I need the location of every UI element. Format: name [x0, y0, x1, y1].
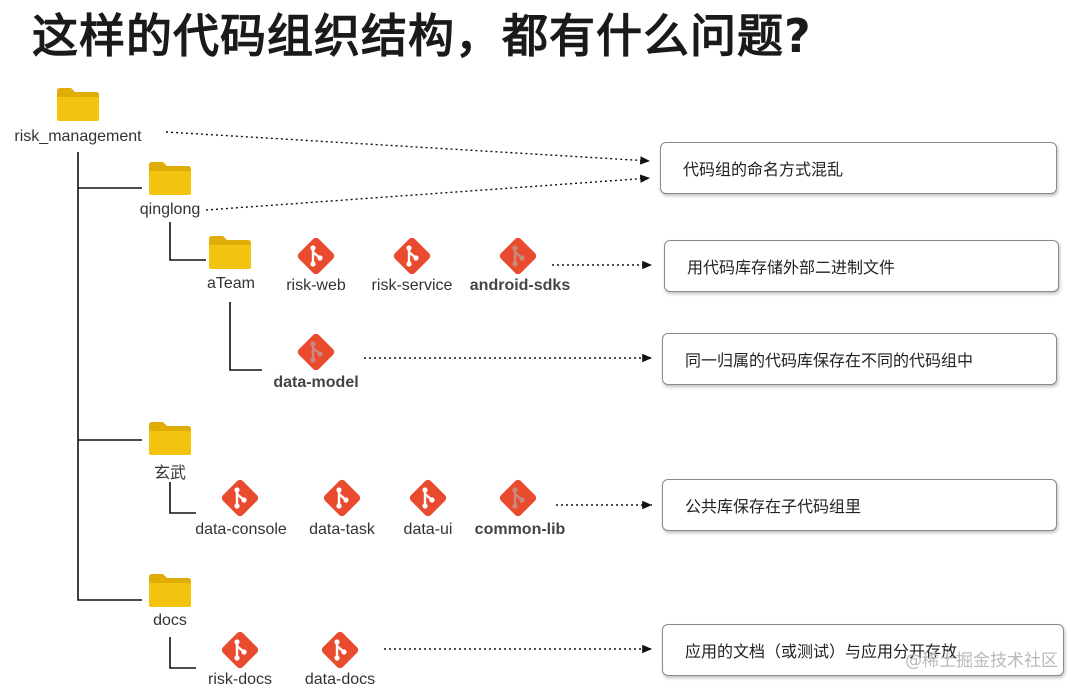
folder-icon	[149, 422, 191, 455]
note-naming-chaos: 代码组的命名方式混乱	[660, 142, 1057, 194]
git-repo-icon	[497, 477, 539, 519]
git-repo-icon	[219, 477, 261, 519]
folder-label-risk-management[interactable]: risk_management	[14, 128, 142, 145]
git-repo-icon	[319, 629, 361, 671]
note-public-lib: 公共库保存在子代码组里	[662, 479, 1057, 531]
note-docs-separate: 应用的文档（或测试）与应用分开存放	[662, 624, 1064, 676]
git-repo-icon	[295, 331, 337, 373]
folder-label-qinglong[interactable]: qinglong	[139, 201, 201, 218]
folder-label-xuanwu[interactable]: 玄武	[153, 463, 187, 482]
repo-label-data-docs[interactable]: data-docs	[304, 671, 376, 688]
git-repo-icon	[497, 235, 539, 277]
note-text: 同一归属的代码库保存在不同的代码组中	[685, 351, 974, 370]
page-title: 这样的代码组织结构，都有什么问题?	[32, 9, 812, 63]
repo-label-data-task[interactable]: data-task	[309, 521, 375, 538]
folder-icon	[57, 88, 99, 121]
note-text: 用代码库存储外部二进制文件	[687, 258, 896, 277]
folder-icon	[149, 574, 191, 607]
git-repo-icon	[219, 629, 261, 671]
folder-icon	[209, 236, 251, 269]
tree-connectors	[77, 152, 262, 669]
watermark: @稀土掘金技术社区	[905, 651, 1058, 671]
repo-label-data-ui[interactable]: data-ui	[403, 521, 453, 538]
repo-label-risk-web[interactable]: risk-web	[286, 277, 346, 294]
folder-icon	[149, 162, 191, 195]
repo-label-common-lib[interactable]: common-lib	[474, 521, 566, 538]
note-text: 应用的文档（或测试）与应用分开存放	[685, 642, 958, 661]
folder-label-docs[interactable]: docs	[153, 612, 187, 629]
repo-label-risk-docs[interactable]: risk-docs	[207, 671, 273, 688]
note-text: 公共库保存在子代码组里	[685, 497, 862, 516]
folder-label-ateam[interactable]: aTeam	[206, 275, 256, 292]
repo-label-data-console[interactable]: data-console	[195, 521, 287, 538]
git-repo-icon	[321, 477, 363, 519]
note-text: 代码组的命名方式混乱	[683, 160, 844, 179]
git-repo-icon	[407, 477, 449, 519]
dotted-arrows	[165, 131, 652, 654]
repo-label-android-sdks[interactable]: android-sdks	[469, 277, 571, 294]
note-split-repos: 同一归属的代码库保存在不同的代码组中	[662, 333, 1057, 385]
note-binary-files: 用代码库存储外部二进制文件	[664, 240, 1059, 292]
git-repo-icon	[295, 235, 337, 277]
repo-label-data-model[interactable]: data-model	[273, 374, 359, 391]
repo-label-risk-service[interactable]: risk-service	[371, 277, 453, 294]
git-repo-icon	[391, 235, 433, 277]
